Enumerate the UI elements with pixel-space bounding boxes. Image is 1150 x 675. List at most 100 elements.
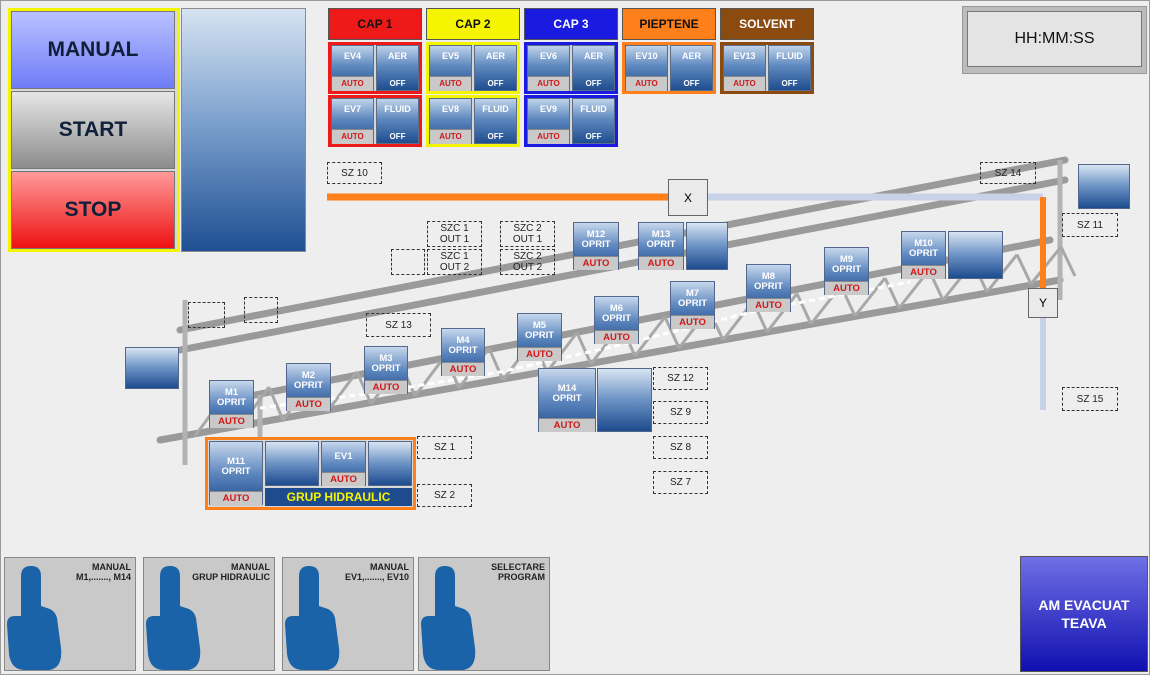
sensor-sz9: SZ 9	[653, 401, 708, 424]
valve-ev1[interactable]: EV1 AUTO	[321, 441, 366, 486]
hand-pointer-icon	[7, 566, 62, 670]
motor-m1-status: OPRIT	[216, 396, 247, 408]
motor-m1-mode: AUTO	[210, 414, 253, 428]
valve-state: OFF	[487, 79, 504, 88]
valve-fluid-g1r2[interactable]: FLUID OFF	[376, 98, 419, 144]
sensor-szc1-out1: SZC 1 OUT 1	[427, 221, 482, 247]
valve-label: FLUID	[776, 51, 803, 61]
valve-state: AUTO	[724, 76, 765, 91]
x-axis-marker[interactable]: X	[668, 179, 708, 216]
valve-label: AER	[387, 51, 407, 61]
stop-button[interactable]: STOP	[11, 171, 175, 249]
bottom-button-label-1: MANUAL	[370, 562, 409, 572]
valve-aer-g2r1[interactable]: AER OFF	[474, 45, 517, 91]
motor-m2-mode: AUTO	[287, 397, 330, 411]
motor-m13-status: OPRIT	[646, 238, 676, 250]
group-title-2: CAP 2	[426, 8, 520, 40]
motor-m8-mode: AUTO	[747, 298, 790, 312]
bottom-button-label-2: EV1,......., EV10	[344, 572, 409, 582]
motor-m14-status: OPRIT	[552, 392, 582, 404]
valve-label: EV8	[441, 104, 459, 114]
sensor-sz2: SZ 2	[417, 484, 472, 507]
motor-m12-status: OPRIT	[581, 238, 611, 250]
sensor-sz14: SZ 14	[980, 162, 1036, 184]
sensor-szc1-out2: SZC 1 OUT 2	[427, 249, 482, 275]
evac-label-1: AM EVACUAT	[1038, 597, 1130, 613]
y-axis-marker[interactable]: Y	[1028, 288, 1058, 318]
valve-state: OFF	[389, 79, 406, 88]
valve-ev1-name: EV1	[334, 451, 353, 462]
valve-state: OFF	[389, 132, 406, 141]
valve-state: AUTO	[528, 129, 569, 144]
valve-state: OFF	[585, 79, 602, 88]
motor-m10-name: M10	[914, 237, 933, 249]
motor-m5-mode: AUTO	[518, 347, 561, 361]
valve-state: OFF	[585, 132, 602, 141]
group-title-4: PIEPTENE	[622, 8, 716, 40]
motor-m10-mode: AUTO	[902, 265, 945, 279]
start-button[interactable]: START	[11, 91, 175, 169]
valve-label: AER	[485, 51, 505, 61]
group-title-5: SOLVENT	[720, 8, 814, 40]
valve-label: EV9	[539, 104, 557, 114]
motor-m11-status: OPRIT	[221, 465, 251, 477]
sensor-sz12: SZ 12	[653, 367, 708, 390]
motor-m13-mode: AUTO	[639, 256, 683, 270]
valve-label: EV6	[539, 51, 557, 61]
valve-state: AUTO	[332, 129, 373, 144]
motor-m3-status: OPRIT	[371, 362, 401, 374]
sensor-sz10: SZ 10	[327, 162, 382, 184]
valve-label: FLUID	[384, 104, 411, 114]
group-title-3: CAP 3	[524, 8, 618, 40]
manual-button[interactable]: MANUAL	[11, 11, 175, 89]
evac-button[interactable]: AM EVACUAT TEAVA	[1020, 556, 1148, 672]
bottom-button-label-2: GRUP HIDRAULIC	[192, 572, 270, 582]
valve-aer-g1r1[interactable]: AER OFF	[376, 45, 419, 91]
valve-state: AUTO	[528, 76, 569, 91]
motor-m11-mode: AUTO	[210, 491, 262, 506]
valve-state: AUTO	[626, 76, 667, 91]
evac-label-2: TEAVA	[1061, 615, 1107, 631]
valve-label: EV10	[635, 51, 658, 61]
motor-m5-status: OPRIT	[524, 329, 555, 341]
motor-m2-name: M2	[301, 369, 316, 381]
valve-state: OFF	[683, 79, 700, 88]
motor-m9-status: OPRIT	[831, 263, 862, 275]
motor-m3-mode: AUTO	[365, 380, 407, 394]
hand-pointer-icon	[421, 566, 476, 670]
bottom-button-label-1: SELECTARE	[491, 562, 545, 572]
sensor-sz13: SZ 13	[366, 313, 431, 337]
motor-m4-mode: AUTO	[442, 362, 484, 376]
